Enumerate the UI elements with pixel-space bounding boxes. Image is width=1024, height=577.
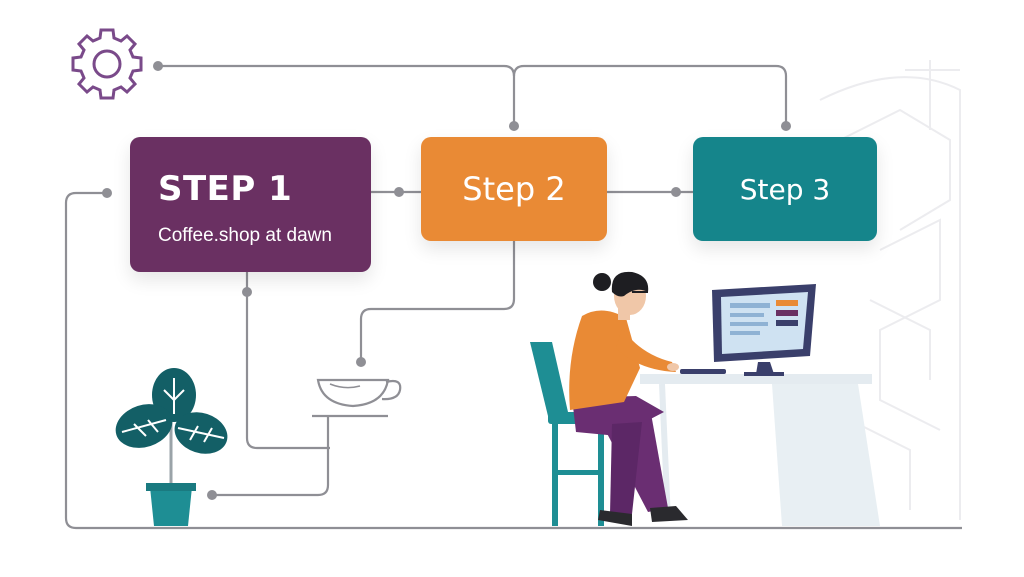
desk (640, 374, 880, 526)
background-pattern (819, 60, 961, 520)
potted-plant-icon (115, 368, 228, 526)
step-1-title: STEP 1 (158, 168, 293, 209)
step-3-title: Step 3 (739, 172, 831, 206)
step-1-card: STEP 1 Coffee.shop at dawn (130, 137, 371, 272)
step-1-subtitle: Coffee.shop at dawn (158, 224, 332, 246)
step-2-title: Step 2 (462, 170, 566, 208)
step-3-card: Step 3 (693, 137, 877, 241)
person-at-computer-illustration (569, 271, 688, 526)
monitor-icon (680, 284, 816, 376)
connector-dots (102, 61, 791, 500)
coffee-cup-icon (316, 378, 402, 408)
step-2-card: Step 2 (421, 137, 607, 241)
connector-lines (64, 64, 962, 530)
gear-icon (71, 28, 143, 100)
